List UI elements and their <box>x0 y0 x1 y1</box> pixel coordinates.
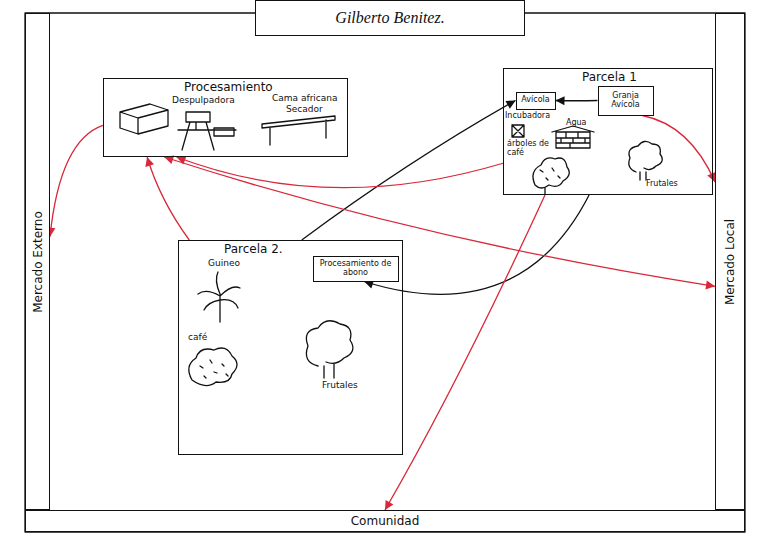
flow-line <box>164 157 715 286</box>
arrow-head <box>505 101 515 109</box>
label-text: Despulpadora <box>172 96 235 106</box>
node-text: Procesamiento de abono <box>314 260 398 278</box>
node-text: Mercado Externo <box>31 211 45 313</box>
label-text: Frutales <box>646 180 678 189</box>
fruit-tree-sketch <box>306 321 353 378</box>
flow-arrow <box>177 156 504 188</box>
small-box: Avícola <box>516 92 556 110</box>
label-text: árboles de café <box>507 140 557 158</box>
flow-line <box>147 157 189 240</box>
arrow-head <box>385 500 393 510</box>
flow-arrow <box>556 96 598 105</box>
flow-arrow <box>145 157 189 240</box>
flow-line <box>385 195 545 510</box>
water-tank-sketch <box>552 126 594 148</box>
flow-arrow <box>302 101 516 241</box>
border-band: Mercado Externo <box>25 13 50 510</box>
coffee-bush-sketch <box>189 348 237 386</box>
drying-bed-sketch <box>262 116 335 145</box>
incubator-symbol <box>512 125 524 137</box>
node-text: Parcela 2. <box>224 242 283 256</box>
label-text: Secador <box>286 105 323 115</box>
node-text: Procesamiento <box>184 80 273 94</box>
building-sketch <box>120 104 168 134</box>
label-text: Agua <box>566 119 587 128</box>
title-text: Gilberto Benitez. <box>335 9 444 27</box>
node-text: Parcela 1 <box>582 70 637 84</box>
arrow-head <box>145 157 154 167</box>
border-band: Comunidad <box>25 510 745 532</box>
label-text: Frutales <box>322 381 358 391</box>
banana-plant-sketch <box>198 272 240 322</box>
node-text: Avícola <box>521 96 549 105</box>
small-box: Granja Avícola <box>598 86 654 116</box>
flow-line <box>177 157 504 188</box>
flow-arrow <box>642 116 715 182</box>
area-box: Procesamiento <box>103 78 348 157</box>
pulper-sketch <box>178 112 236 150</box>
fruit-tree-sketch <box>629 141 662 180</box>
label-text: Incubadora <box>505 112 550 121</box>
border-band: Mercado Local <box>715 13 745 510</box>
label-text: Guineo <box>208 259 240 269</box>
flow-arrow <box>46 125 103 236</box>
area-box: Parcela 2. Procesamiento de abono <box>178 240 403 455</box>
label-text: café <box>188 333 207 343</box>
node-text: Mercado Local <box>723 218 737 304</box>
outer-frame <box>25 13 745 532</box>
flow-arrow <box>385 195 545 510</box>
node-text: Granja Avícola <box>599 92 653 110</box>
arrow-head <box>705 281 715 290</box>
label-text: Cama africana <box>272 94 338 104</box>
arrow-head <box>556 96 565 105</box>
node-text: Comunidad <box>351 514 420 528</box>
coffee-bush-sketch <box>533 158 569 194</box>
flow-line <box>50 125 103 236</box>
small-box: Procesamiento de abono <box>313 256 399 282</box>
flow-line <box>302 101 516 241</box>
flow-line <box>642 116 715 182</box>
area-box: Parcela 1 Avícola Granja Avícola <box>503 68 713 195</box>
title-box: Gilberto Benitez. <box>255 0 525 36</box>
flow-arrow <box>164 155 715 289</box>
